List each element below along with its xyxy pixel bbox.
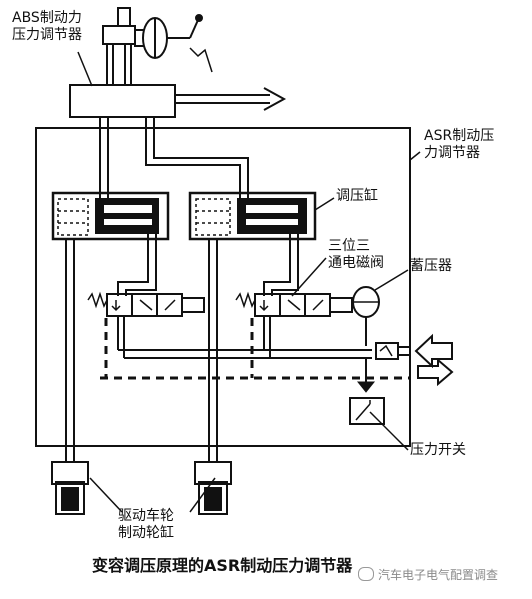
figure-caption: 变容调压原理的ASR制动压力调节器 — [92, 556, 353, 575]
pressure-switch-label: 压力开关 — [410, 442, 466, 458]
inlet-arrow — [414, 333, 453, 369]
watermark-text: 汽车电子电气配置调查 — [378, 568, 499, 582]
asr-label-line1: ASR制动压 — [424, 128, 495, 144]
abs-leader — [77, 51, 93, 87]
asr-frame — [35, 127, 411, 447]
pressure-switch — [349, 397, 385, 425]
outlet-arrow — [417, 357, 454, 387]
return-line — [100, 318, 410, 380]
valve-label-line1: 三位三 — [328, 238, 370, 254]
watermark: 汽车电子电气配置调查 — [358, 566, 498, 583]
asr-label-line2: 力调节器 — [424, 145, 480, 161]
pressure-cylinder-label: 调压缸 — [336, 188, 378, 204]
wheel-cylinder-right — [194, 461, 232, 515]
solenoid-valve-left — [87, 291, 205, 317]
abs-modulator — [69, 7, 287, 118]
accumulator-label: 蓄压器 — [410, 258, 452, 274]
pressure-cylinder-right — [188, 191, 317, 241]
valve-label-line2: 通电磁阀 — [328, 255, 384, 271]
wheel-label-line1: 驱动车轮 — [118, 508, 174, 524]
wheel-label-line2: 制动轮缸 — [118, 525, 174, 541]
wechat-icon — [358, 567, 374, 581]
check-valve — [375, 342, 399, 360]
accumulator — [352, 286, 380, 346]
pressure-cylinder-left — [51, 191, 170, 241]
wheel-cylinder-left — [51, 461, 89, 515]
solenoid-valve-right — [235, 291, 353, 317]
abs-label-line1: ABS制动力 — [12, 10, 82, 26]
abs-label-line2: 压力调节器 — [12, 27, 82, 43]
